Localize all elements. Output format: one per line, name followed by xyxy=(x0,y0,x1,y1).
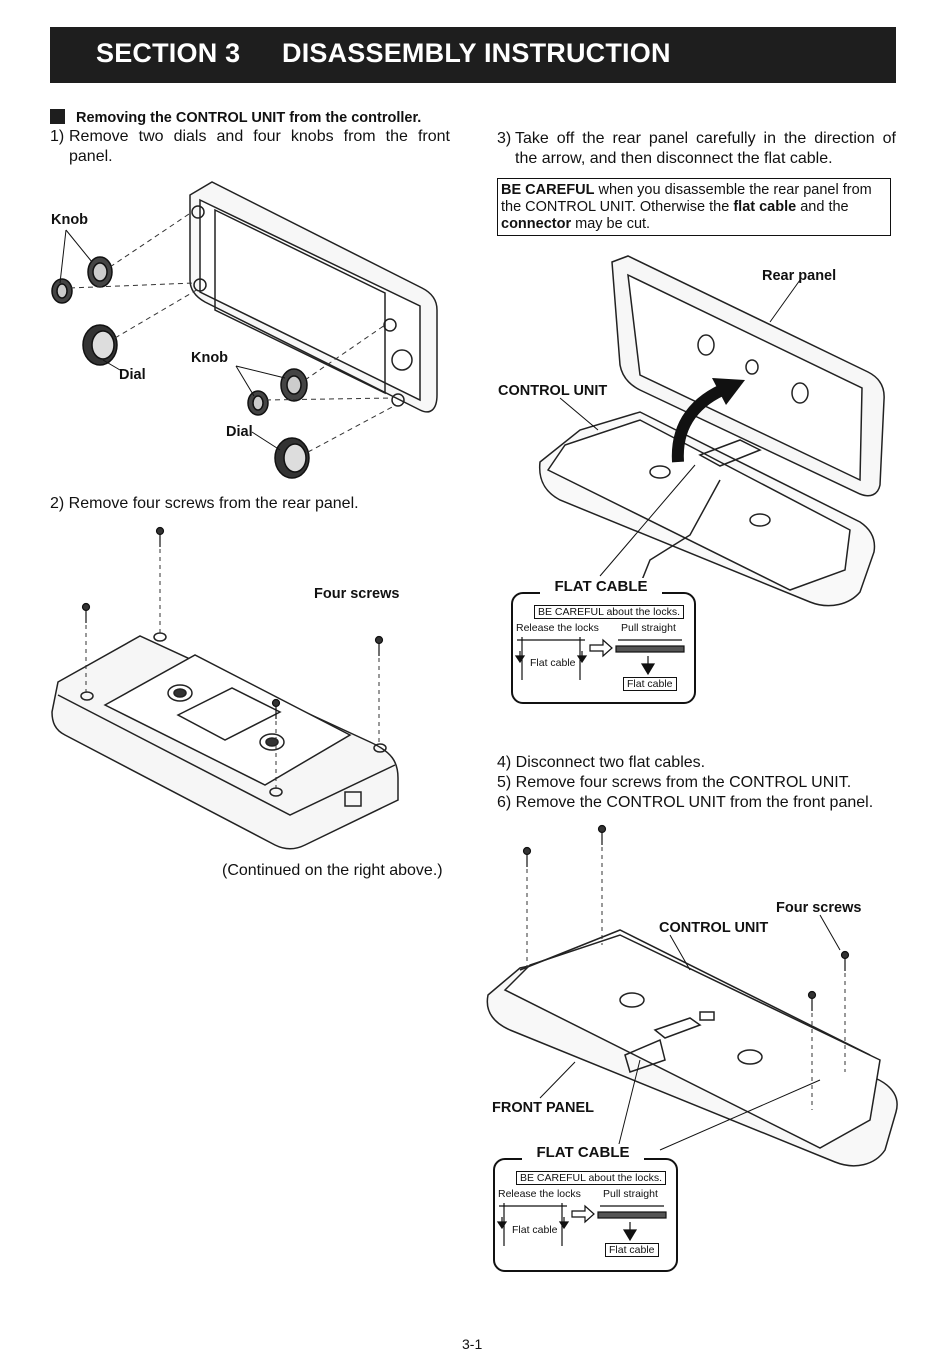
step-2: 2) Remove four screws from the rear pane… xyxy=(50,495,359,512)
continued-note: (Continued on the right above.) xyxy=(222,862,443,879)
caution-lead: BE CAREFUL xyxy=(501,182,595,198)
caution-text-3: and the xyxy=(796,199,849,215)
caution-text-4: may be cut. xyxy=(571,216,651,232)
step-4: 4) Disconnect two flat cables. xyxy=(497,754,706,771)
flat-cable-label-2a: Flat cable xyxy=(512,1224,558,1236)
section-title: DISASSEMBLY INSTRUCTION xyxy=(282,38,671,68)
section-header: SECTION 3 DISASSEMBLY INSTRUCTION xyxy=(50,27,896,83)
caution-connector: connector xyxy=(501,216,572,232)
label-knob-b: Knob xyxy=(191,350,229,366)
flat-cable-title-1: FLAT CABLE xyxy=(540,578,662,595)
flat-cable-caution-2: BE CAREFUL about the locks. xyxy=(516,1171,667,1185)
subheading-bullet xyxy=(50,109,65,124)
step-1-number: 1) xyxy=(50,128,65,145)
flat-cable-caution-1: BE CAREFUL about the locks. xyxy=(534,605,685,619)
pull-straight-label-1: Pull straight xyxy=(621,622,676,634)
step-3-line-2: the arrow, and then disconnect the flat … xyxy=(515,150,833,167)
label-front-panel: FRONT PANEL xyxy=(492,1100,595,1116)
step-3-number: 3) xyxy=(497,130,512,147)
flat-cable-label-1b: Flat cable xyxy=(623,677,677,691)
section-number: SECTION 3 xyxy=(96,38,241,68)
flat-cable-label-2b: Flat cable xyxy=(605,1243,659,1257)
label-dial-a: Dial xyxy=(119,367,146,383)
flat-cable-title-2: FLAT CABLE xyxy=(522,1144,644,1161)
page-number: 3-1 xyxy=(462,1336,483,1352)
step-1-line-2: panel. xyxy=(69,148,113,165)
flat-cable-label-1a: Flat cable xyxy=(530,657,576,669)
step-5: 5) Remove four screws from the CONTROL U… xyxy=(497,774,852,791)
caution-flat-cable: flat cable xyxy=(733,199,797,215)
step-6: 6) Remove the CONTROL UNIT from the fron… xyxy=(497,794,874,811)
step-1-line-1: Remove two dials and four knobs from the… xyxy=(69,128,450,145)
release-locks-label-1: Release the locks xyxy=(516,622,599,634)
subheading: Removing the CONTROL UNIT from the contr… xyxy=(76,110,422,126)
release-locks-label-2: Release the locks xyxy=(498,1188,581,1200)
step-3-line-1: Take off the rear panel carefully in the… xyxy=(515,130,896,147)
label-four-screws-rear: Four screws xyxy=(314,586,400,602)
label-rear-panel: Rear panel xyxy=(762,268,837,284)
caution-box: BE CAREFUL when you disassemble the rear… xyxy=(497,178,891,236)
caution-text-1: when you disassemble the rear panel from xyxy=(594,182,872,198)
label-control-unit-b: CONTROL UNIT xyxy=(659,920,769,936)
pull-straight-label-2: Pull straight xyxy=(603,1188,658,1200)
caution-text-2: the CONTROL UNIT. Otherwise the xyxy=(501,199,734,215)
label-four-screws-control: Four screws xyxy=(776,900,862,916)
label-knob-a: Knob xyxy=(51,212,89,228)
label-control-unit-a: CONTROL UNIT xyxy=(498,383,608,399)
label-dial-b: Dial xyxy=(226,424,253,440)
